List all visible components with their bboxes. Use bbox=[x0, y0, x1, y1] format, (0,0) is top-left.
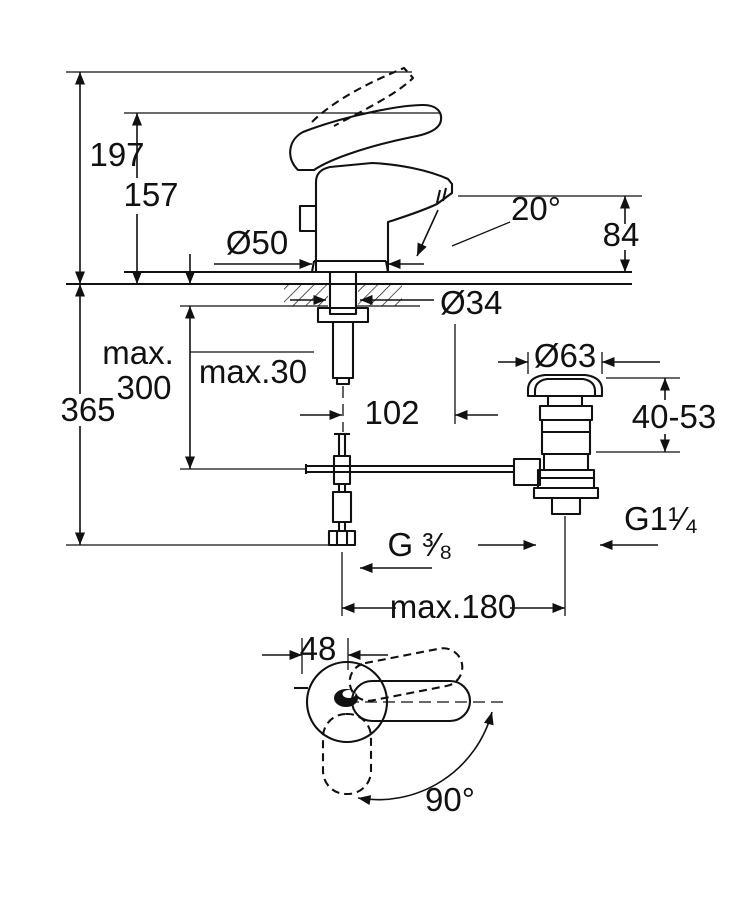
drain-lower-body bbox=[542, 452, 590, 472]
label-flange-diameter-63: Ø63 bbox=[534, 337, 596, 374]
rod-coupling bbox=[332, 454, 352, 486]
threaded-shank-lower bbox=[331, 320, 355, 380]
drain-assembly bbox=[512, 373, 604, 516]
swivel-arc-90 bbox=[357, 711, 494, 806]
mousseur-line bbox=[435, 189, 442, 204]
body-projection-dashed bbox=[321, 712, 373, 796]
drain-bottom-flange bbox=[532, 486, 600, 500]
label-reach-102: 102 bbox=[364, 394, 419, 431]
label-max-counter-30: max.30 bbox=[199, 353, 307, 390]
drain-tailpiece bbox=[550, 496, 582, 516]
counter-hatch-right bbox=[358, 284, 402, 306]
counter-hatch-left bbox=[284, 284, 328, 306]
leader-line-20 bbox=[451, 221, 511, 247]
label-thread-g1-1-4: G1¹⁄₄ bbox=[624, 500, 698, 537]
label-base-diameter-50: Ø50 bbox=[226, 224, 288, 261]
escutcheon-side bbox=[384, 260, 390, 273]
escutcheon-side bbox=[310, 260, 316, 273]
drain-mid-body bbox=[540, 418, 592, 456]
label-height-157: 157 bbox=[123, 176, 178, 213]
threaded-shank-upper bbox=[328, 270, 358, 316]
handle-raised-outline bbox=[311, 66, 415, 127]
label-max-word: max. bbox=[102, 334, 174, 371]
faucet-body bbox=[314, 161, 454, 274]
handle-top-view-swung bbox=[348, 647, 464, 702]
label-width-48: 48 bbox=[300, 630, 337, 667]
label-height-197: 197 bbox=[89, 136, 144, 173]
label-range-40-53: 40-53 bbox=[632, 398, 716, 435]
label-max-300: 300 bbox=[116, 369, 171, 406]
faucet-front-view bbox=[289, 66, 454, 274]
drain-flange-outer bbox=[526, 373, 604, 398]
hose-hex-nut bbox=[327, 529, 357, 547]
label-spout-angle-20: 20° bbox=[511, 190, 561, 227]
faucet-top-view bbox=[294, 647, 508, 806]
water-stream-arrow bbox=[416, 209, 439, 257]
label-hole-diameter-34: Ø34 bbox=[440, 284, 502, 321]
under-counter-installation bbox=[66, 270, 632, 547]
label-max-180: max.180 bbox=[390, 588, 517, 625]
body-hook-detail bbox=[298, 204, 316, 233]
label-thread-g-3-8: G ³⁄₈ bbox=[387, 526, 452, 563]
knurled-connector bbox=[331, 490, 353, 524]
shank-step bbox=[335, 376, 351, 386]
rod-clamp-knob bbox=[512, 457, 542, 487]
label-spout-height-84: 84 bbox=[603, 216, 640, 253]
mousseur-line bbox=[441, 187, 448, 202]
label-total-height-365: 365 bbox=[60, 391, 115, 428]
label-swivel-angle-90: 90° bbox=[425, 781, 475, 818]
drain-flange-inner bbox=[533, 377, 597, 396]
dimension-annotations: 197 157 Ø50 20° 84 Ø34 max. 300 365 max.… bbox=[60, 71, 716, 818]
drain-upper-body bbox=[538, 404, 594, 422]
handle-lever bbox=[289, 103, 443, 172]
